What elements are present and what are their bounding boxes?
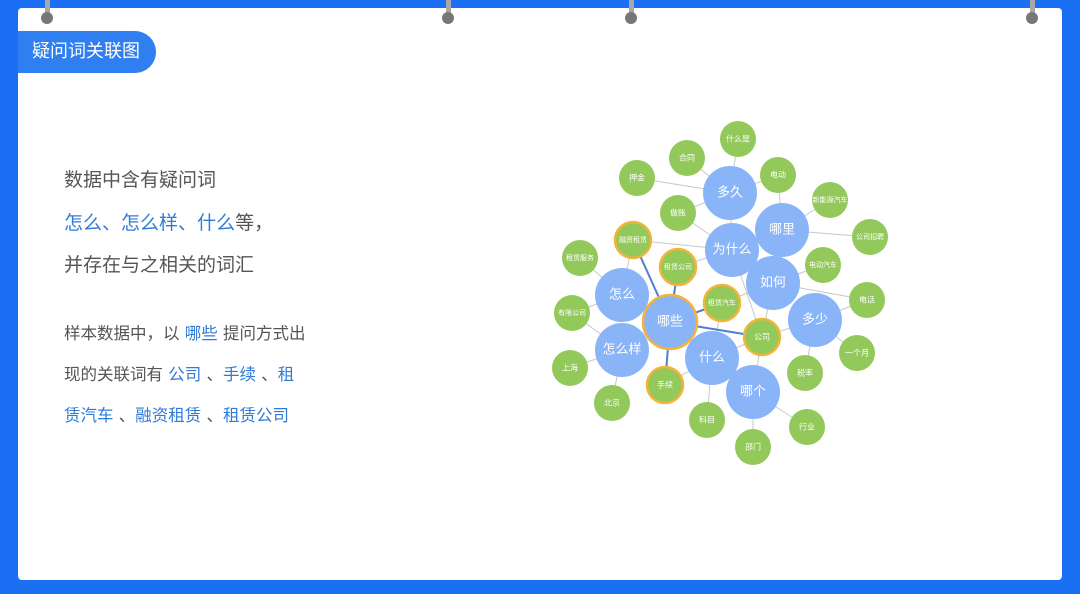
- graph-node-label: 什么是: [726, 134, 750, 144]
- binder-ring: [41, 0, 53, 26]
- text: 、: [256, 365, 278, 384]
- graph-node[interactable]: [594, 385, 630, 421]
- graph-node-label: 租赁汽车: [708, 298, 736, 307]
- graph-node-label: 公司招聘: [856, 232, 884, 241]
- graph-node-label: 租赁公司: [664, 262, 692, 271]
- text: 、: [201, 406, 223, 425]
- graph-node[interactable]: [562, 240, 598, 276]
- graph-node[interactable]: [788, 293, 842, 347]
- graph-node[interactable]: [660, 195, 696, 231]
- term: 融资租赁: [135, 406, 202, 425]
- graph-node[interactable]: [760, 157, 796, 193]
- intro-line-3: 并存在与之相关的词汇: [64, 254, 255, 276]
- graph-node-label: 融资租赁: [619, 235, 647, 244]
- term: 怎么: [64, 212, 103, 234]
- graph-node-label: 多久: [717, 185, 743, 201]
- graph-node[interactable]: [595, 323, 649, 377]
- graph-node[interactable]: [658, 247, 698, 287]
- graph-node-label: 电动汽车: [809, 260, 837, 269]
- term: 手续: [223, 365, 256, 384]
- separator: 、: [178, 212, 198, 234]
- graph-node[interactable]: [645, 365, 685, 405]
- graph-node-label: 税率: [797, 368, 813, 378]
- graph-node-label: 科目: [699, 415, 715, 425]
- graph-node[interactable]: [685, 331, 739, 385]
- graph-node-label: 哪个: [740, 385, 766, 400]
- graph-node[interactable]: [742, 317, 782, 357]
- separator: 、: [102, 212, 122, 234]
- graph-node[interactable]: [613, 220, 653, 260]
- graph-node[interactable]: [552, 350, 588, 386]
- graph-node[interactable]: [852, 219, 888, 255]
- graph-node[interactable]: [689, 402, 725, 438]
- text: 现的关联词有: [64, 365, 169, 384]
- graph-node-label: 做账: [670, 208, 686, 218]
- binder-ring: [442, 0, 454, 26]
- graph-node[interactable]: [839, 335, 875, 371]
- graph-node-label: 哪些: [657, 315, 683, 330]
- intro-line-1: 数据中含有疑问词: [64, 169, 217, 191]
- graph-node[interactable]: [735, 429, 771, 465]
- graph-node[interactable]: [746, 256, 800, 310]
- graph-node-label: 北京: [604, 398, 620, 408]
- detail-line-2: 现的关联词有 公司 、手续 、租: [64, 361, 294, 385]
- graph-node-label: 为什么: [712, 243, 751, 258]
- graph-node[interactable]: [812, 182, 848, 218]
- graph-node[interactable]: [720, 121, 756, 157]
- term: 什么: [197, 212, 236, 234]
- binder-ring: [625, 0, 637, 26]
- term: 怎么样: [121, 212, 179, 234]
- graph-node[interactable]: [554, 295, 590, 331]
- graph-node-label: 押金: [629, 173, 645, 183]
- term: 哪些: [184, 324, 218, 343]
- graph-node-label: 什么: [699, 351, 725, 366]
- text: 样本数据中，以: [64, 324, 185, 343]
- graph-node-label: 电话: [859, 295, 875, 305]
- text: 、: [113, 406, 136, 425]
- term: 租: [277, 365, 295, 384]
- graph-node[interactable]: [787, 355, 823, 391]
- graph-node-label: 公司: [754, 333, 770, 342]
- text: 、: [201, 365, 223, 384]
- graph-node[interactable]: [849, 282, 885, 318]
- graph-node-label: 新能源汽车: [813, 195, 848, 204]
- binder-ring: [1026, 0, 1038, 26]
- graph-node-label: 怎么: [609, 288, 635, 303]
- graph-node[interactable]: [805, 247, 841, 283]
- graph-node[interactable]: [619, 160, 655, 196]
- graph-node[interactable]: [703, 166, 757, 220]
- intro-line-2: 怎么、怎么样、什么等，: [64, 208, 273, 235]
- graph-node[interactable]: [702, 283, 742, 323]
- term: 租赁公司: [223, 406, 289, 425]
- graph-node[interactable]: [755, 203, 809, 257]
- graph-node-label: 多少: [802, 312, 828, 328]
- graph-node-label: 电动: [770, 170, 786, 180]
- graph-node-label: 有限公司: [558, 308, 586, 317]
- suffix: 等，: [235, 212, 274, 234]
- graph-node-label: 如何: [760, 275, 786, 291]
- graph-node[interactable]: [789, 409, 825, 445]
- graph-node[interactable]: [641, 293, 699, 351]
- graph-node[interactable]: [726, 365, 780, 419]
- term: 赁汽车: [64, 406, 114, 425]
- graph-node-label: 手续: [657, 380, 673, 390]
- graph-node-label: 租赁服务: [566, 253, 594, 262]
- detail-line-3: 赁汽车 、融资租赁 、租赁公司: [64, 402, 289, 426]
- term: 公司: [168, 365, 202, 384]
- graph-node[interactable]: [705, 223, 759, 277]
- graph-node-label: 合同: [679, 153, 695, 163]
- graph-node-label: 哪里: [769, 223, 795, 238]
- graph-node[interactable]: [595, 268, 649, 322]
- section-title: 疑问词关联图: [18, 31, 156, 73]
- graph-node-label: 上海: [562, 363, 578, 373]
- text: 提问方式出: [217, 324, 306, 343]
- content-panel: [18, 8, 1062, 580]
- graph-node[interactable]: [669, 140, 705, 176]
- graph-node-label: 行业: [799, 422, 815, 432]
- graph-node-label: 一个月: [845, 349, 869, 358]
- graph-node-label: 部门: [745, 442, 761, 452]
- graph-node-label: 怎么样: [602, 343, 641, 358]
- detail-line-1: 样本数据中，以 哪些 提问方式出: [64, 320, 306, 344]
